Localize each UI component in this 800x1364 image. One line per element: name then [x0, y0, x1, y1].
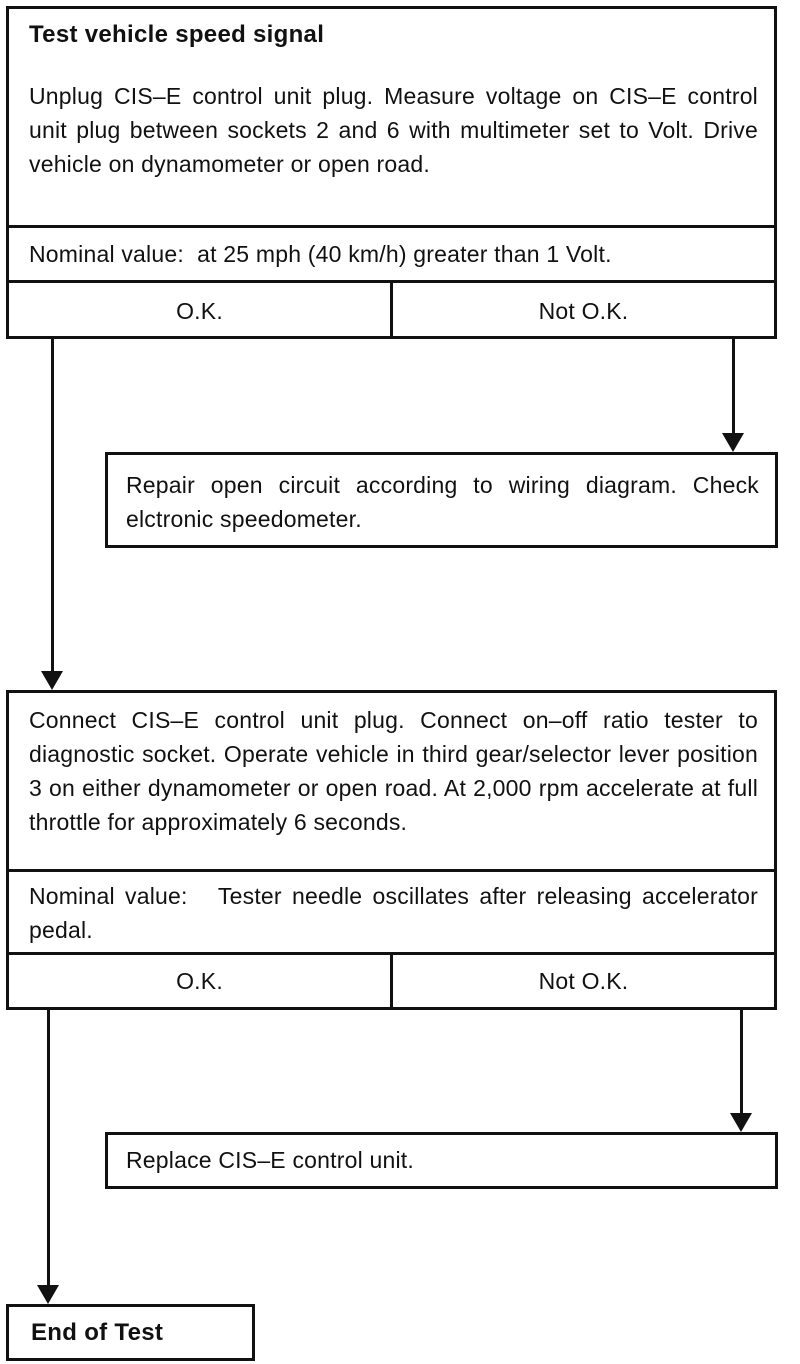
step2-choices-row: O.K. Not O.K. — [9, 955, 774, 1007]
end-of-test-box: End of Test — [6, 1304, 255, 1361]
step2-nominal-value: Nominal value: Tester needle oscillates … — [9, 872, 774, 955]
step1-box: Test vehicle speed signal Unplug CIS–E c… — [6, 6, 777, 339]
step2-ok-cell: O.K. — [9, 955, 393, 1007]
step1-nominal-value: Nominal value: at 25 mph (40 km/h) great… — [9, 228, 774, 283]
step1-choices-row: O.K. Not O.K. — [9, 283, 774, 339]
arrow-step2-notok-head-icon — [730, 1113, 752, 1132]
arrow-step2-notok-line — [740, 1010, 743, 1114]
arrow-step2-ok-head-icon — [37, 1285, 59, 1304]
step2-not-ok-cell: Not O.K. — [538, 967, 629, 994]
replace-action-text: Replace CIS–E control unit. — [126, 1147, 414, 1173]
repair-action-box: Repair open circuit according to wiring … — [105, 452, 778, 548]
arrow-step1-notok-line — [732, 339, 735, 434]
arrow-step1-ok-line — [51, 339, 54, 673]
replace-action-box: Replace CIS–E control unit. — [105, 1132, 778, 1189]
arrow-step1-ok-head-icon — [41, 671, 63, 690]
arrow-step2-ok-line — [47, 1010, 50, 1286]
step2-instructions: Connect CIS–E control unit plug. Connect… — [29, 707, 758, 835]
step1-title-body-section: Test vehicle speed signal Unplug CIS–E c… — [9, 9, 774, 228]
step2-body-section: Connect CIS–E control unit plug. Connect… — [9, 693, 774, 872]
step1-not-ok-cell: Not O.K. — [538, 297, 629, 324]
step1-title: Test vehicle speed signal — [29, 21, 325, 48]
step1-instructions: Unplug CIS–E control unit plug. Measure … — [29, 83, 758, 177]
step1-ok-cell: O.K. — [9, 283, 393, 339]
repair-action-text: Repair open circuit according to wiring … — [126, 472, 759, 532]
step2-box: Connect CIS–E control unit plug. Connect… — [6, 690, 777, 1010]
arrow-step1-notok-head-icon — [722, 433, 744, 452]
